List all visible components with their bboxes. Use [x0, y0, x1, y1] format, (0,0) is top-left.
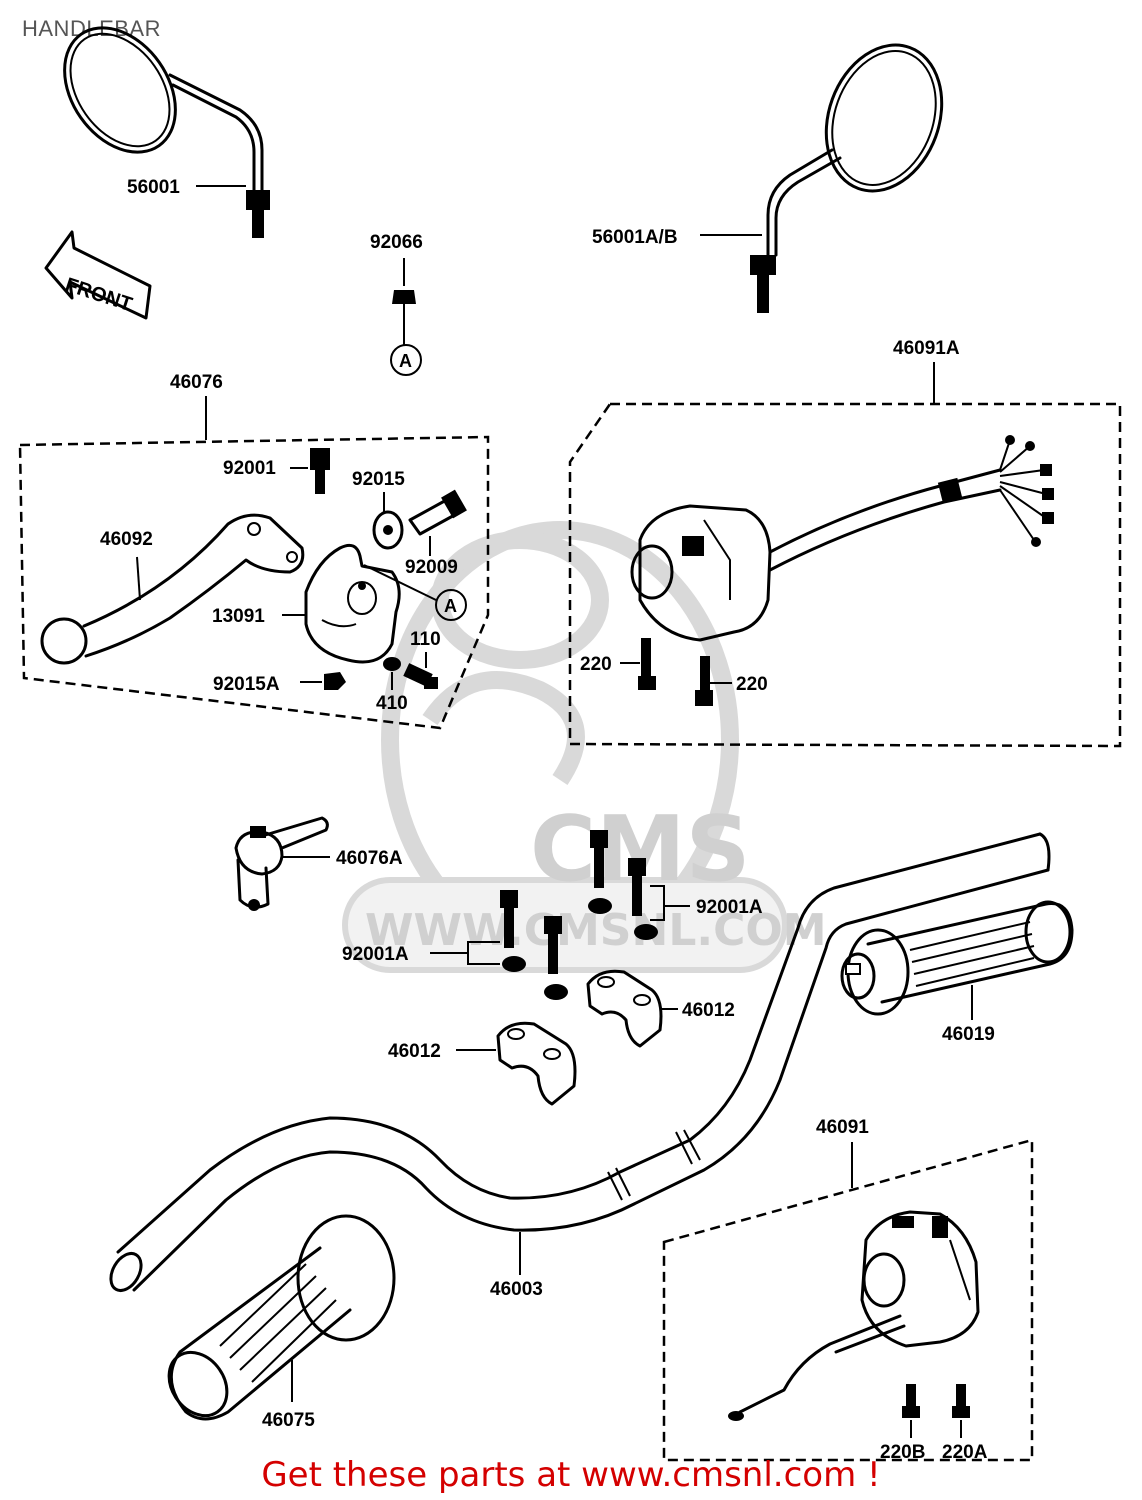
screw-220-left [638, 638, 656, 690]
cms-watermark: CMS WWW.CMSNL.COM [342, 521, 827, 973]
label-92001a-right: 92001A [696, 897, 763, 918]
label-46012-left: 46012 [388, 1041, 441, 1062]
cap-92066 [392, 290, 416, 304]
bolts-92001a-right [588, 830, 658, 940]
nut-92015 [372, 510, 404, 550]
switch-housing-46091 [728, 1210, 980, 1421]
lever-46092 [40, 513, 305, 665]
bolt-92001 [310, 448, 330, 494]
label-220a: 220A [942, 1442, 988, 1463]
screw-92009 [408, 489, 467, 536]
nut-92015a [324, 672, 346, 690]
label-46075: 46075 [262, 1410, 315, 1431]
label-46076a: 46076A [336, 848, 403, 869]
front-arrow-label: FRONT [62, 274, 134, 316]
label-220b: 220B [880, 1442, 925, 1463]
choke-lever-46076a [234, 816, 329, 911]
bolt-110 [403, 663, 438, 689]
label-46003: 46003 [490, 1279, 543, 1300]
label-46091: 46091 [816, 1117, 869, 1138]
front-arrow: FRONT [44, 230, 152, 320]
marker-a-group [435, 589, 467, 621]
bolts-92001a-left [500, 890, 568, 1000]
screw-220a [952, 1384, 970, 1418]
marker-a-group-label: A [444, 596, 457, 616]
marker-a-top [390, 344, 422, 376]
label-92001: 92001 [223, 458, 276, 479]
label-13091: 13091 [212, 606, 265, 627]
watermark-url: WWW.CMSNL.COM [365, 905, 827, 956]
grip-46075 [167, 1214, 396, 1421]
parts-store-link[interactable]: Get these parts at www.cmsnl.com ! [261, 1455, 881, 1495]
screw-220-right [695, 656, 713, 706]
label-46012-right: 46012 [682, 1000, 735, 1021]
label-46091a: 46091A [893, 338, 960, 359]
label-92009: 92009 [405, 557, 458, 578]
label-110: 110 [410, 629, 441, 650]
group-46091a-box [568, 402, 1122, 748]
label-46092: 46092 [100, 529, 153, 550]
marker-a-top-label: A [399, 351, 412, 371]
grip-46019 [840, 900, 1074, 1016]
label-56001ab: 56001A/B [592, 227, 678, 248]
handlebar-46003 [109, 832, 1051, 1292]
label-92015a: 92015A [213, 674, 280, 695]
mirror-left [63, 26, 270, 238]
switch-housing-46091a [630, 435, 1054, 642]
label-220-right: 220 [736, 674, 768, 695]
mirror-right [750, 43, 944, 313]
label-46076: 46076 [170, 372, 223, 393]
label-220-left: 220 [580, 654, 612, 675]
washer-410 [383, 657, 401, 671]
label-56001: 56001 [127, 177, 180, 198]
label-92015: 92015 [352, 469, 405, 490]
label-410: 410 [376, 693, 408, 714]
holder-46012-left [496, 1021, 577, 1106]
screw-220b [902, 1384, 920, 1418]
holder-46012-right [586, 969, 663, 1048]
label-92001a-left: 92001A [342, 944, 409, 965]
holder-13091 [304, 543, 401, 664]
label-92066: 92066 [370, 232, 423, 253]
group-46076-box [18, 435, 490, 730]
label-46019: 46019 [942, 1024, 995, 1045]
group-46091-box [662, 1138, 1034, 1462]
